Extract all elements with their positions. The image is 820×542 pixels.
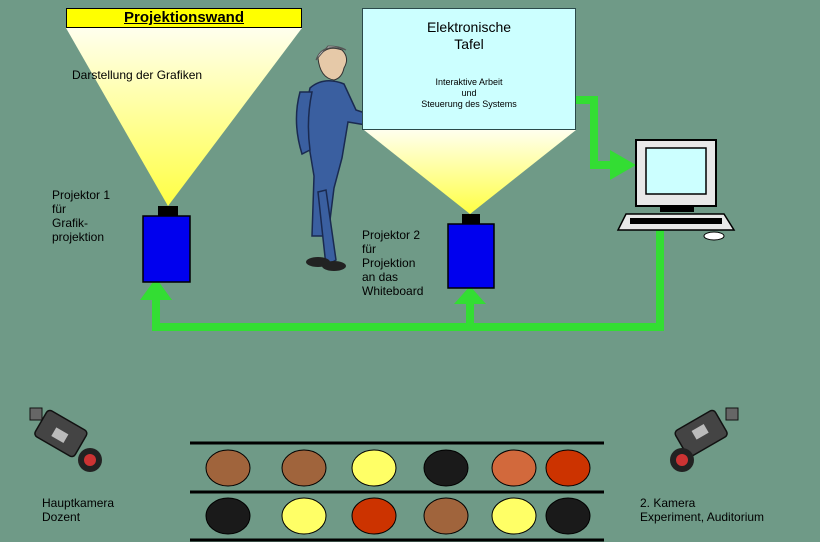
audience-member	[351, 497, 397, 535]
audience-member	[491, 449, 537, 487]
projector-2	[447, 214, 495, 289]
projection-beam-1	[66, 28, 302, 206]
audience-member	[281, 497, 327, 535]
audience-member	[491, 497, 537, 535]
audience-member	[545, 497, 591, 535]
audience-member	[205, 449, 251, 487]
electronic-board-description: Interaktive Arbeit und Steuerung des Sys…	[421, 77, 517, 109]
audience-member	[423, 449, 469, 487]
projector-1	[142, 206, 191, 283]
connection-lines	[152, 96, 664, 331]
computer	[616, 139, 736, 241]
projector-1-label: Projektor 1 für Grafik- projektion	[52, 188, 111, 244]
audience-member	[545, 449, 591, 487]
main-camera-icon	[29, 407, 102, 472]
audience-member	[281, 449, 327, 487]
electronic-board-title: Elektronische Tafel	[426, 19, 512, 52]
audience	[190, 441, 604, 542]
audience-member	[423, 497, 469, 535]
arrow-to-projector-1	[140, 278, 172, 300]
projection-wall-title: Projektionswand	[66, 8, 302, 28]
arrow-to-computer	[610, 150, 636, 180]
lecturer-figure	[295, 45, 411, 271]
main-camera-label: Hauptkamera Dozent	[42, 496, 115, 524]
arrow-to-projector-2	[454, 286, 486, 304]
second-camera-label: 2. Kamera Experiment, Auditorium	[640, 496, 765, 524]
projection-wall-caption: Darstellung der Grafiken	[72, 68, 203, 82]
projector-2-label: Projektor 2 für Projektion an das Whiteb…	[362, 228, 424, 298]
audience-member	[351, 449, 397, 487]
audience-member	[205, 497, 251, 535]
projection-beam-2	[364, 130, 576, 214]
electronic-board: Elektronische Tafel Interaktive Arbeit u…	[362, 8, 576, 130]
second-camera-icon	[670, 407, 739, 472]
